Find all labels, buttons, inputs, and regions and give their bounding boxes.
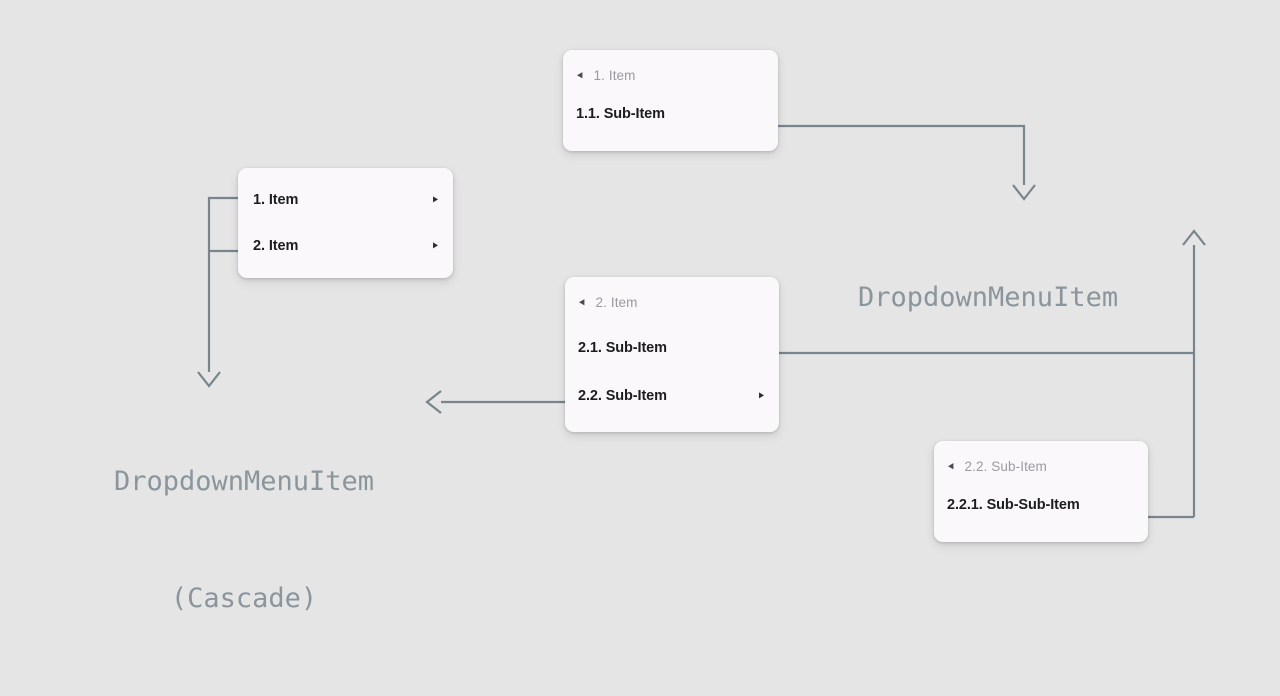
back-caret-left-icon: ◂ <box>948 458 954 473</box>
spacer <box>565 368 779 375</box>
connector-sub11 <box>778 124 1026 185</box>
spacer <box>565 320 779 327</box>
annotation-dropdownmenuitem-cascade: DropdownMenuItem (Cascade) <box>68 384 420 696</box>
arrowhead-cascade-left <box>425 390 442 414</box>
menu-item-1-1-sub-item[interactable]: 1.1. Sub-Item <box>563 93 778 134</box>
arrowhead-plain-down <box>1012 184 1036 201</box>
annotation-line-1: DropdownMenuItem <box>113 466 375 497</box>
submenu-item-2: ◂ 2. Item 2.1. Sub-Item 2.2. Sub-Item ▸ <box>565 277 779 432</box>
submenu-caret-right-icon: ▸ <box>432 192 438 206</box>
annotation-dropdownmenuitem: DropdownMenuItem <box>858 200 1118 395</box>
submenu-back-header[interactable]: ◂ 2.2. Sub-Item <box>934 448 1148 484</box>
menu-item-2-2-sub-item[interactable]: 2.2. Sub-Item ▸ <box>565 375 779 416</box>
submenu-back-header[interactable]: ◂ 2. Item <box>565 284 779 320</box>
root-dropdown-menu: 1. Item ▸ 2. Item ▸ <box>238 168 453 278</box>
diagram-canvas: 1. Item ▸ 2. Item ▸ ◂ 1. Item 1.1. Sub-I… <box>114 50 1206 614</box>
menu-item-label: 2.2. Sub-Item <box>578 387 667 404</box>
annotation-line-1: DropdownMenuItem <box>858 282 1119 313</box>
menu-item-label: 1.1. Sub-Item <box>576 105 665 122</box>
submenu-header-label: 2.2. Sub-Item <box>964 458 1047 474</box>
menu-item-2-1-sub-item[interactable]: 2.1. Sub-Item <box>565 327 779 368</box>
submenu-header-label: 1. Item <box>593 67 636 83</box>
menu-item-1-item[interactable]: 1. Item ▸ <box>238 177 453 223</box>
submenu-back-header[interactable]: ◂ 1. Item <box>563 57 778 93</box>
submenu-caret-right-icon: ▸ <box>758 388 764 402</box>
arrowhead-plain-up <box>1182 229 1206 246</box>
back-caret-left-icon: ◂ <box>579 294 585 309</box>
submenu-header-label: 2. Item <box>595 294 638 310</box>
submenu-caret-right-icon: ▸ <box>432 238 438 252</box>
menu-item-label: 2. Item <box>253 238 299 254</box>
annotation-line-2: (Cascade) <box>170 583 318 614</box>
submenu-sub-item-2-2: ◂ 2.2. Sub-Item 2.2.1. Sub-Sub-Item <box>934 441 1148 542</box>
menu-item-label: 1. Item <box>253 192 299 208</box>
menu-item-label: 2.1. Sub-Item <box>578 339 667 356</box>
menu-item-label: 2.2.1. Sub-Sub-Item <box>947 496 1080 513</box>
menu-item-2-2-1-sub-sub-item[interactable]: 2.2.1. Sub-Sub-Item <box>934 484 1148 525</box>
back-caret-left-icon: ◂ <box>577 67 583 82</box>
menu-item-2-item[interactable]: 2. Item ▸ <box>238 223 453 269</box>
connector-root-item1 <box>207 196 238 372</box>
submenu-item-1: ◂ 1. Item 1.1. Sub-Item <box>563 50 778 151</box>
